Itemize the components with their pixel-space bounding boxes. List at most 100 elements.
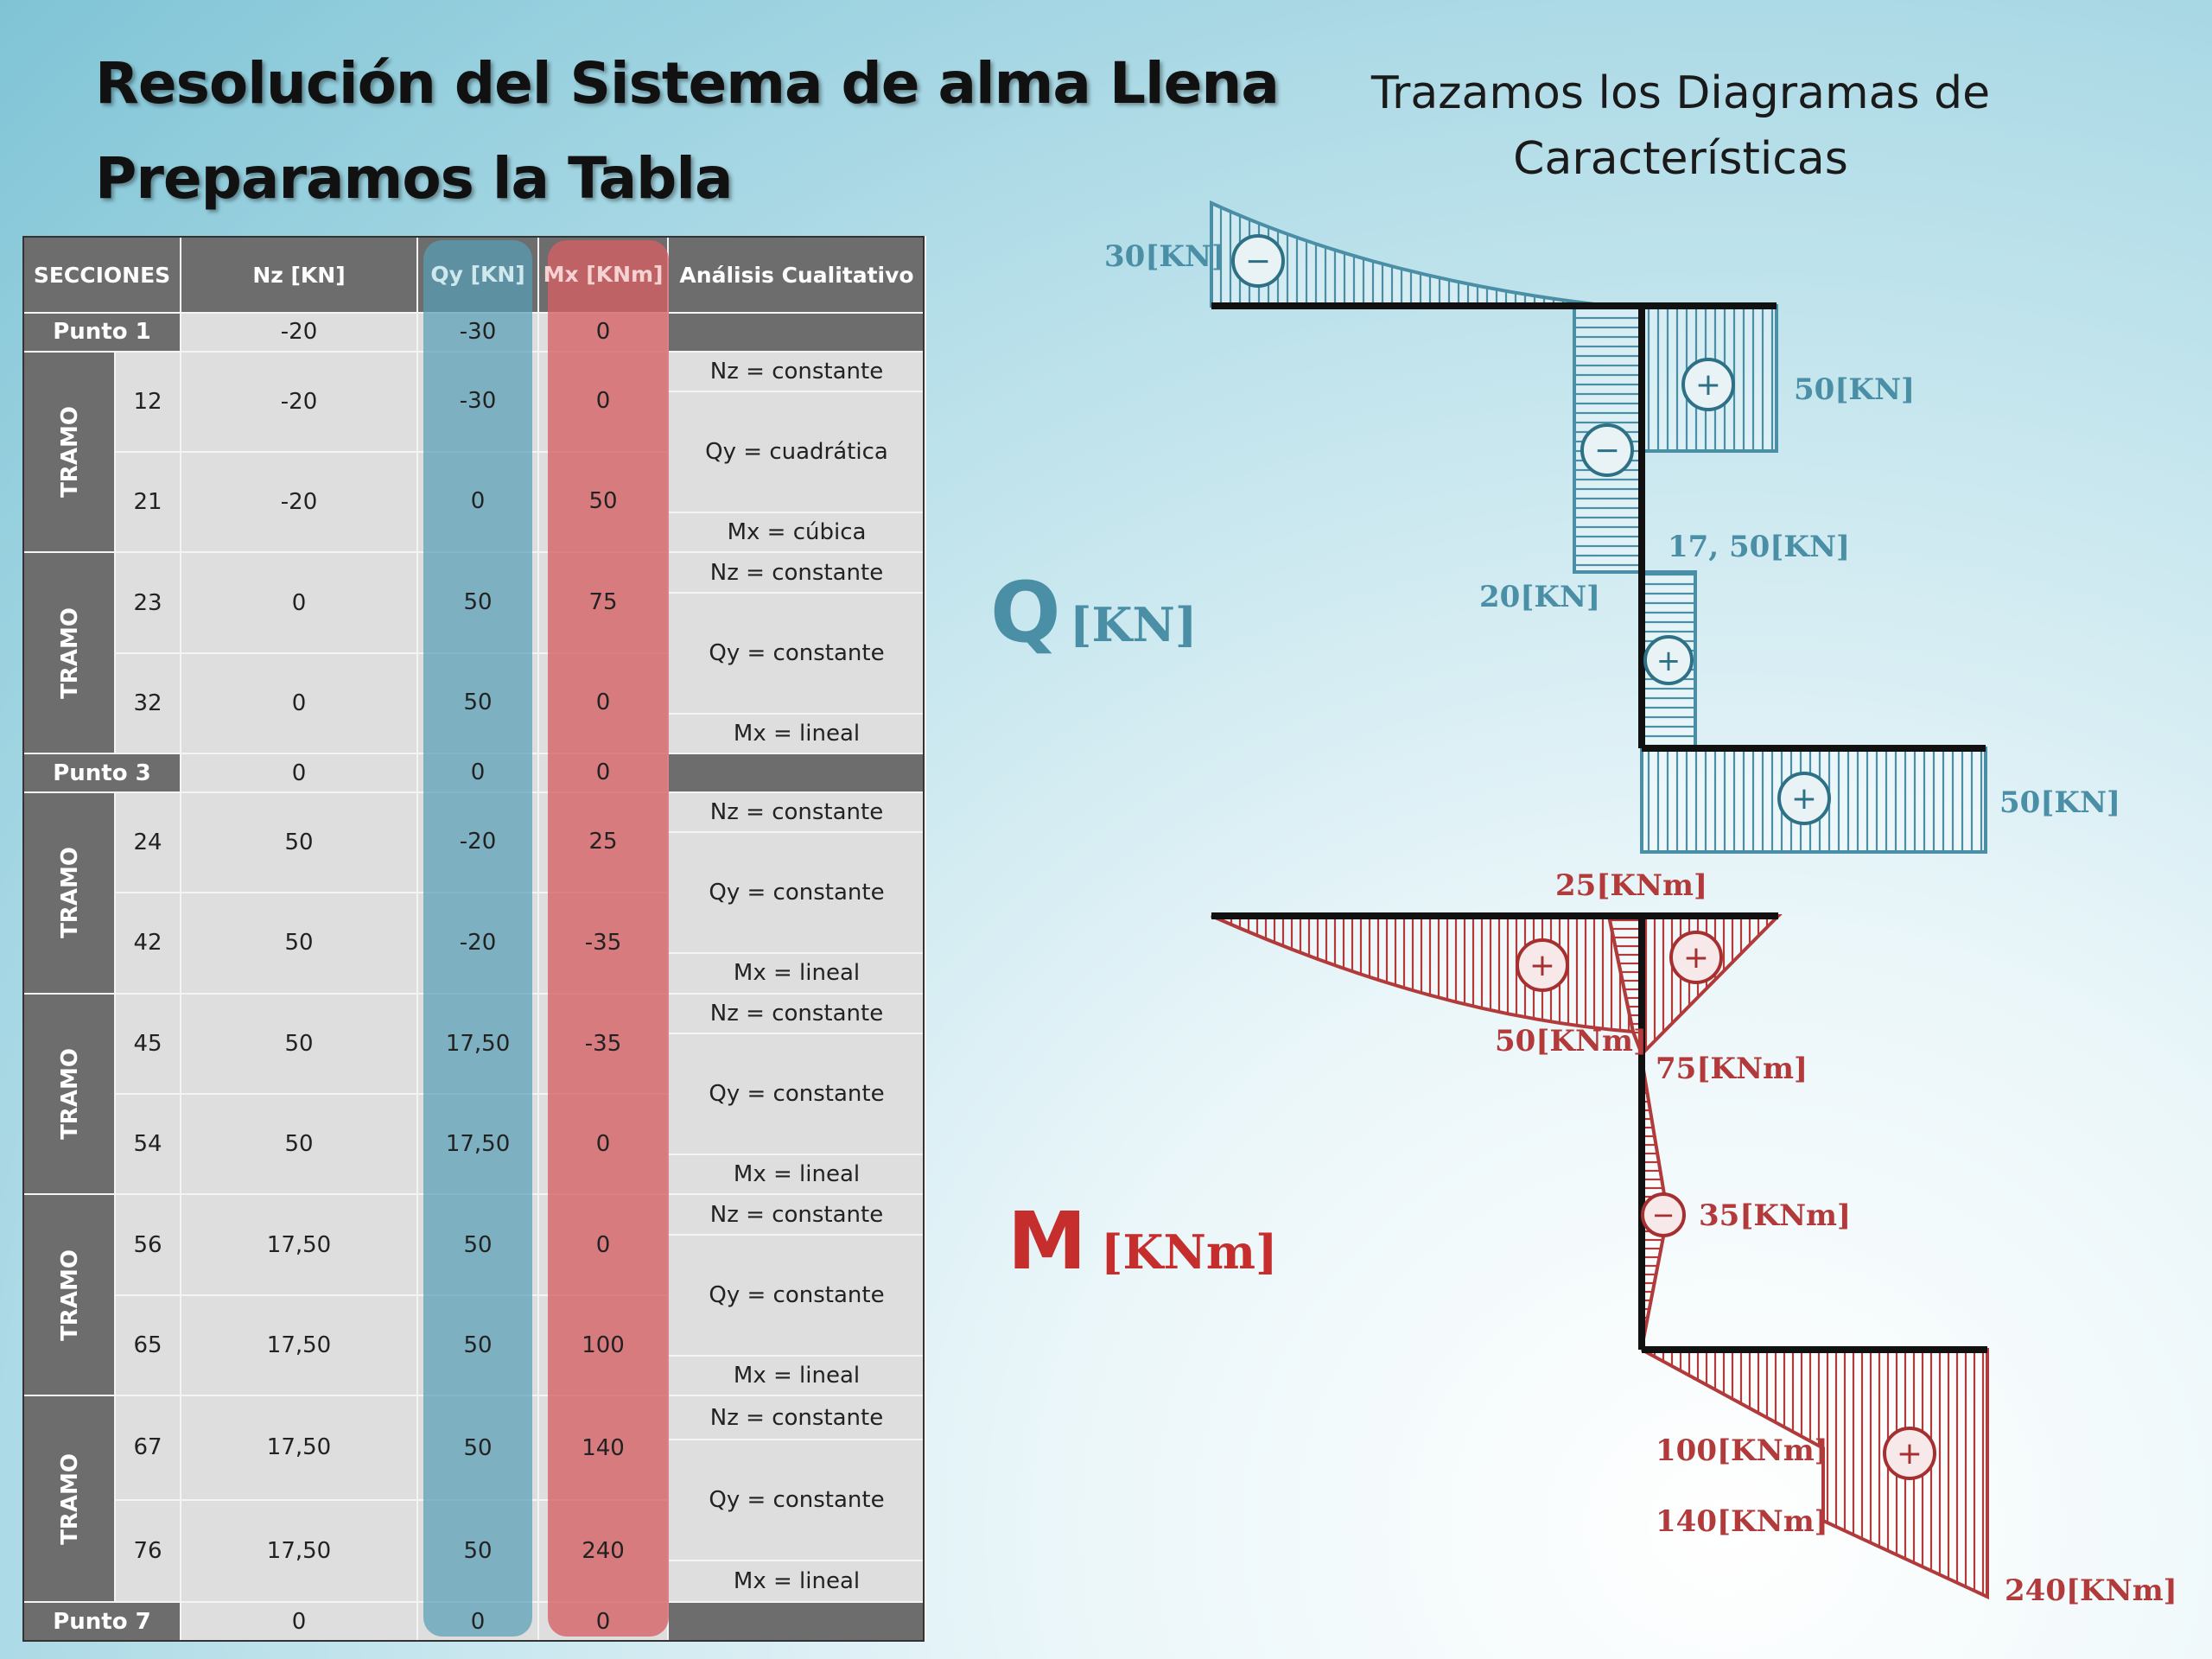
cell-nz: -20: [180, 350, 418, 454]
tramo-label: TRAMO: [22, 350, 116, 554]
q-label: 17, 50[KN]: [1668, 530, 1850, 564]
cell-section: 45: [114, 992, 181, 1096]
analysis-mx: Mx = lineal: [667, 952, 926, 995]
cell-nz: 17,50: [180, 1498, 418, 1604]
analysis-mx: Mx = lineal: [667, 1153, 926, 1196]
moment-area-bar-3: [1641, 1348, 1989, 1600]
m-label: 35[KNm]: [1699, 1198, 1851, 1233]
svg-text:+: +: [1695, 367, 1721, 403]
sign-plus-icon: +: [1669, 931, 1723, 984]
cell-section: 12: [114, 350, 181, 454]
results-table: SECCIONES Nz [KN] Análisis Cualitativo P…: [22, 235, 926, 1642]
analysis-nz: Nz = constante: [667, 1193, 926, 1236]
svg-text:+: +: [1897, 1436, 1923, 1471]
diagram-subtitle: Trazamos los Diagramas de Característica…: [1370, 67, 1991, 185]
shear-diagram-unit: [KN]: [1070, 597, 1197, 652]
analysis-mx: Mx = lineal: [667, 712, 926, 755]
cell-section: 54: [114, 1093, 181, 1196]
svg-text:+: +: [1683, 940, 1709, 976]
m-label: 50[KNm]: [1495, 1024, 1647, 1058]
cell-section: 56: [114, 1193, 181, 1296]
point-label: Punto 7: [22, 1601, 181, 1642]
cell-section: 42: [114, 892, 181, 995]
analysis-qy: Qy = constante: [667, 1438, 926, 1561]
cell-nz: 0: [180, 753, 418, 793]
analysis-nz: Nz = constante: [667, 1395, 926, 1440]
cell-nz: 17,50: [180, 1193, 418, 1296]
page-title-line-2: Preparamos la Tabla: [95, 145, 734, 212]
cell-nz: 17,50: [180, 1294, 418, 1397]
cell-nz: 17,50: [180, 1395, 418, 1501]
cell-nz: 50: [180, 1093, 418, 1196]
analysis-qy: Qy = constante: [667, 1233, 926, 1357]
point-label: Punto 1: [22, 312, 181, 353]
cell-section: 76: [114, 1498, 181, 1604]
cell-nz: 0: [180, 652, 418, 755]
analysis-nz: Nz = constante: [667, 992, 926, 1035]
svg-text:−: −: [1245, 244, 1271, 279]
analysis-nz: Nz = constante: [667, 350, 926, 393]
analysis-nz: Nz = constante: [667, 551, 926, 594]
analysis-qy: Qy = constante: [667, 831, 926, 955]
q-label: 30[KN]: [1104, 239, 1225, 274]
m-label: 100[KNm]: [1656, 1433, 1828, 1468]
cell-nz: 50: [180, 791, 418, 894]
tramo-label: TRAMO: [22, 992, 116, 1196]
analysis-mx: Mx = cúbica: [667, 511, 926, 554]
q-label: 50[KN]: [1999, 785, 2120, 820]
tramo-label: TRAMO: [22, 1395, 116, 1604]
cell-section: 24: [114, 791, 181, 894]
svg-text:−: −: [1594, 433, 1620, 468]
svg-text:+: +: [1656, 644, 1681, 678]
cell-nz: 0: [180, 1601, 418, 1642]
analysis-nz: Nz = constante: [667, 791, 926, 834]
cell-section: 21: [114, 451, 181, 554]
sign-plus-icon: +: [1516, 938, 1569, 992]
sign-plus-icon: +: [1681, 358, 1735, 411]
sign-minus-icon: −: [1641, 1192, 1686, 1237]
cell-section: 32: [114, 652, 181, 755]
moment-diagram: + + − + 25[KNm] 50[KNm] 75[KNm] 35[KNm] …: [1007, 868, 2177, 1608]
moment-area-bar-1: [1211, 914, 1636, 1034]
shear-diagram: − + − + + 30[KN] 50[KN] 17, 50[KN] 20[KN…: [990, 200, 2120, 854]
tramo-label: TRAMO: [22, 1193, 116, 1397]
sign-plus-icon: +: [1883, 1427, 1936, 1480]
point-label: Punto 3: [22, 753, 181, 793]
analysis-qy: Qy = cuadrática: [667, 391, 926, 513]
q-label: 50[KN]: [1794, 372, 1915, 407]
cell-section: 67: [114, 1395, 181, 1501]
q-label: 20[KN]: [1479, 580, 1600, 614]
header-analisis: Análisis Cualitativo: [667, 235, 926, 315]
cell-nz: 50: [180, 892, 418, 995]
analysis-qy: Qy = constante: [667, 1033, 926, 1155]
sign-minus-icon: −: [1580, 423, 1634, 477]
sign-plus-icon: +: [1643, 635, 1694, 685]
shear-diagram-symbol: Q: [990, 564, 1061, 661]
cell-nz: 0: [180, 551, 418, 654]
moment-diagram-unit: [KNm]: [1101, 1224, 1278, 1280]
analysis-qy: Qy = constante: [667, 592, 926, 715]
svg-text:+: +: [1529, 948, 1555, 983]
cell-section: 65: [114, 1294, 181, 1397]
svg-text:+: +: [1791, 781, 1817, 817]
tramo-label: TRAMO: [22, 791, 116, 995]
cell-nz: -20: [180, 451, 418, 554]
cell-nz: 50: [180, 992, 418, 1096]
sign-plus-icon: +: [1777, 772, 1831, 825]
header-secciones: SECCIONES: [22, 235, 181, 315]
moment-diagram-symbol: M: [1007, 1195, 1087, 1287]
analysis-mx: Mx = lineal: [667, 1559, 926, 1604]
m-label: 75[KNm]: [1656, 1052, 1808, 1086]
sign-minus-icon: −: [1231, 234, 1285, 288]
m-label: 25[KNm]: [1555, 868, 1707, 903]
shear-area-bar-1: [1210, 200, 1610, 308]
analysis-mx: Mx = lineal: [667, 1354, 926, 1397]
cell-nz: -20: [180, 312, 418, 353]
cell-section: 23: [114, 551, 181, 654]
tramo-label: TRAMO: [22, 551, 116, 755]
m-label: 140[KNm]: [1656, 1504, 1828, 1539]
m-label: 240[KNm]: [2005, 1573, 2177, 1608]
page-title-line-1: Resolución del Sistema de alma Llena: [95, 50, 1280, 117]
svg-text:−: −: [1652, 1198, 1675, 1231]
